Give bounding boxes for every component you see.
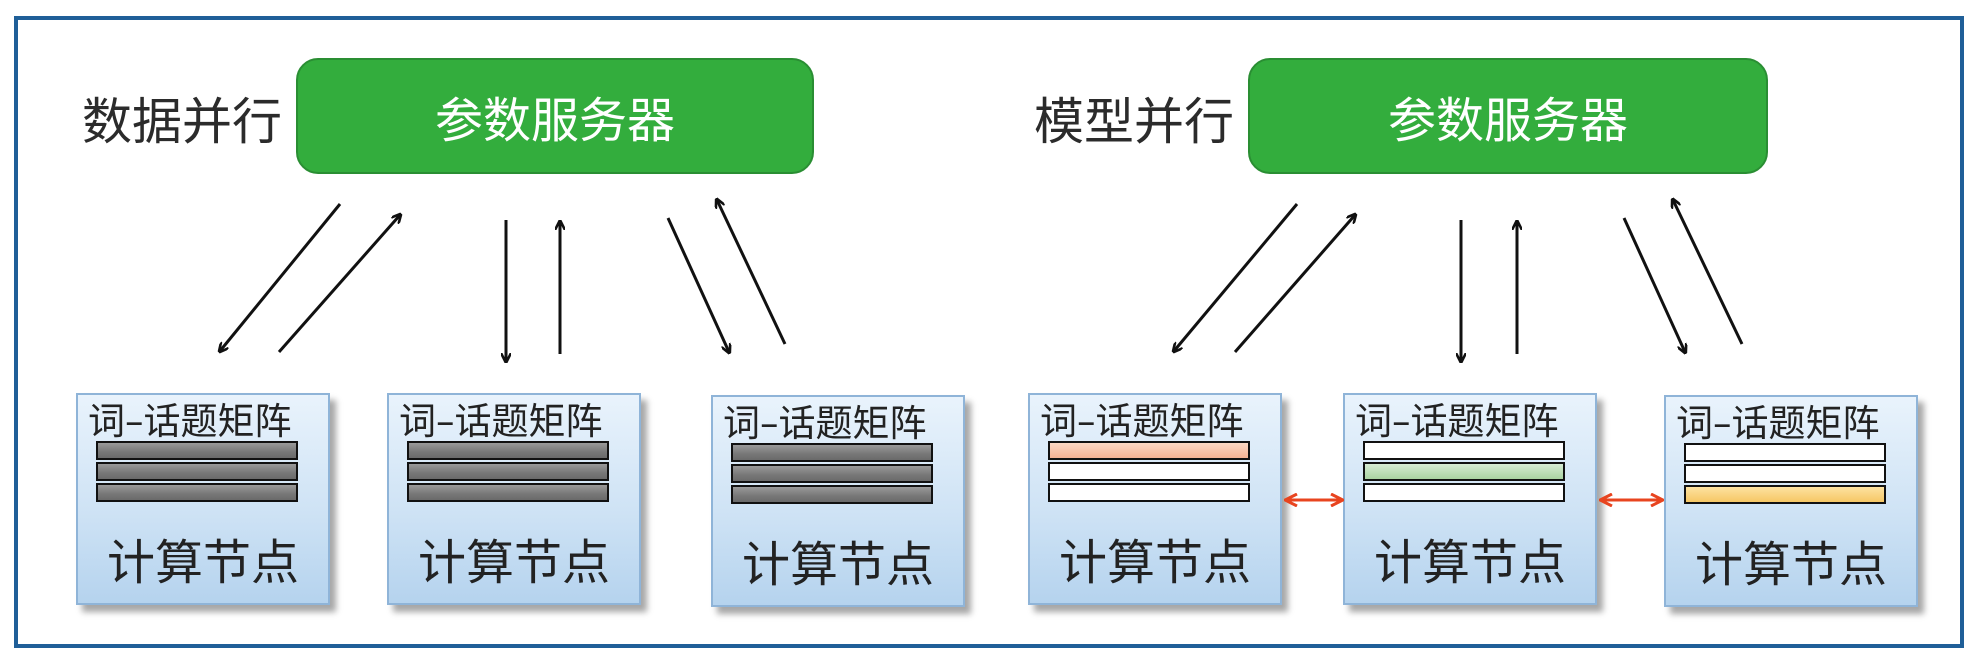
matrix-rows <box>1363 441 1565 504</box>
arrow-down-right <box>1622 217 1685 352</box>
matrix-row <box>96 462 298 481</box>
compute-node-label: 计算节点 <box>1058 535 1251 591</box>
matrix-row <box>1363 483 1565 502</box>
matrix-row <box>1684 464 1886 483</box>
matrix-title: 词–话题矩阵 <box>399 400 603 443</box>
matrix-title: 词–话题矩阵 <box>723 402 927 445</box>
matrix-row <box>1048 462 1250 481</box>
matrix-row <box>731 464 933 483</box>
matrix-rows <box>407 441 609 504</box>
matrix-row <box>731 485 933 504</box>
matrix-row <box>407 483 609 502</box>
compute-node-label: 计算节点 <box>106 535 299 591</box>
compute-node: 词–话题矩阵 计算节点 <box>1343 393 1597 605</box>
compute-node: 词–话题矩阵 计算节点 <box>387 393 641 605</box>
compute-node-label: 计算节点 <box>1373 535 1566 591</box>
matrix-rows <box>731 443 933 506</box>
parameter-server-label: 参数服务器 <box>434 93 675 149</box>
matrix-row-highlighted <box>1363 462 1565 481</box>
arrow-up-left <box>1233 215 1355 353</box>
compute-node: 词–话题矩阵 计算节点 <box>1028 393 1282 605</box>
arrow-up-left <box>277 215 400 353</box>
matrix-row-highlighted <box>1048 441 1250 460</box>
matrix-rows <box>1684 443 1886 506</box>
matrix-row <box>1048 483 1250 502</box>
arrow-up-right <box>717 200 787 345</box>
compute-node-label: 计算节点 <box>741 537 934 593</box>
parameter-server-label: 参数服务器 <box>1387 93 1628 149</box>
matrix-row <box>96 441 298 460</box>
matrix-row <box>96 483 298 502</box>
arrow-down-left <box>1174 203 1299 351</box>
matrix-row <box>407 462 609 481</box>
matrix-row <box>407 441 609 460</box>
parameter-server-right: 参数服务器 <box>1248 58 1768 174</box>
matrix-row <box>731 443 933 462</box>
compute-node-label: 计算节点 <box>417 535 610 591</box>
arrow-down-right <box>666 217 729 352</box>
compute-node: 词–话题矩阵 计算节点 <box>711 395 965 607</box>
matrix-title: 词–话题矩阵 <box>1040 400 1244 443</box>
compute-node-label: 计算节点 <box>1694 537 1887 593</box>
parameter-server-left: 参数服务器 <box>296 58 814 174</box>
arrow-up-right <box>1673 200 1744 345</box>
mode-label-data-parallel: 数据并行 <box>82 93 282 151</box>
mode-label-model-parallel: 模型并行 <box>1034 93 1234 151</box>
diagram-frame <box>14 16 1964 648</box>
matrix-row <box>1684 443 1886 462</box>
compute-node: 词–话题矩阵 计算节点 <box>76 393 330 605</box>
matrix-title: 词–话题矩阵 <box>88 400 292 443</box>
matrix-row-highlighted <box>1684 485 1886 504</box>
matrix-row <box>1363 441 1565 460</box>
arrow-down-left <box>220 203 342 351</box>
matrix-title: 词–话题矩阵 <box>1355 400 1559 443</box>
matrix-title: 词–话题矩阵 <box>1676 402 1880 445</box>
compute-node: 词–话题矩阵 计算节点 <box>1664 395 1918 607</box>
matrix-rows <box>96 441 298 504</box>
matrix-rows <box>1048 441 1250 504</box>
